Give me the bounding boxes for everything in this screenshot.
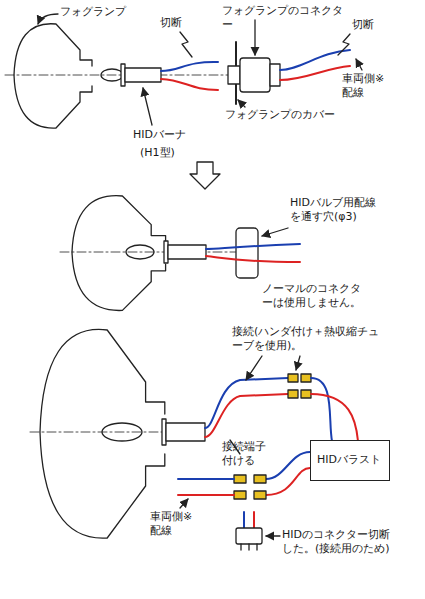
label: HIDのコネクター切断した。(接続用のため): [282, 528, 400, 556]
blue-wire: [161, 62, 218, 71]
blue-wire: [311, 378, 332, 441]
red-wire: [178, 494, 234, 496]
fog-lamp: [40, 329, 165, 538]
bulb-glass: [101, 69, 123, 81]
lamp-cover: [236, 228, 258, 278]
terminal: [234, 475, 246, 483]
bulb-glass: [102, 423, 142, 441]
red-wire: [280, 66, 350, 80]
red-wire: [266, 468, 310, 495]
leader-arrow: [266, 535, 280, 536]
reflector: [14, 24, 92, 128]
blue-wire: [266, 452, 310, 479]
center-line: [30, 432, 165, 433]
cut-mark: [338, 34, 350, 55]
leader-arrow: [296, 356, 300, 370]
red-wire: [311, 394, 358, 441]
terminal: [288, 374, 298, 382]
blue-wire: [178, 478, 234, 480]
leader-arrow: [238, 100, 245, 107]
label: フォグランプのカバー: [225, 108, 343, 122]
label: (H1型): [140, 146, 190, 160]
hid-connector: [236, 528, 262, 544]
label: 車両側※配線: [342, 72, 390, 100]
fog-lamp: [14, 24, 92, 128]
blue-wire: [243, 512, 245, 528]
cut-mark: [180, 32, 192, 57]
leader-arrow: [262, 228, 288, 236]
label: 切断: [160, 16, 188, 30]
down-arrow: [190, 162, 220, 189]
connector-body: [240, 58, 270, 92]
terminal: [254, 475, 266, 483]
center-line: [5, 75, 232, 76]
terminal: [288, 390, 298, 398]
blue-wire: [206, 244, 300, 249]
burner-base: [168, 245, 206, 259]
connector-tab: [228, 66, 240, 84]
terminal: [301, 390, 311, 398]
fog-lamp: [72, 196, 166, 311]
red-wire: [253, 512, 255, 528]
label: 車両側※配線: [150, 510, 198, 538]
terminal: [254, 491, 266, 499]
red-wire: [205, 394, 288, 437]
label: HIDバルブ用配線を通す穴(φ3): [290, 196, 385, 224]
label: 接続端子付ける: [222, 440, 270, 468]
connector-pins: [241, 544, 257, 550]
connector-cap: [270, 64, 280, 86]
label: フォグランプ: [60, 5, 140, 19]
leader-arrow: [356, 59, 362, 70]
reflector: [72, 196, 166, 311]
label: 切断: [352, 18, 380, 32]
reflector: [40, 329, 165, 538]
burner-base: [166, 423, 205, 441]
label: ノーマルのコネクターは使用しません。: [262, 282, 367, 310]
label: HIDバーナ: [133, 128, 203, 142]
leader-arrow: [143, 88, 152, 125]
leader-arrow: [254, 20, 255, 55]
label: 接続(ハンダ付け＋熱収縮チューブを使用)。: [232, 325, 382, 353]
leader-arrow: [38, 14, 58, 24]
terminal: [234, 491, 246, 499]
bulb-glass: [126, 245, 154, 259]
burner-base: [125, 68, 161, 82]
ballast-box: HIDバラスト: [310, 440, 390, 481]
center-line: [60, 252, 236, 253]
leader-arrow: [180, 499, 188, 508]
leader-arrow: [246, 356, 262, 380]
red-wire: [161, 79, 218, 90]
terminal: [301, 374, 311, 382]
label: フォグランプのコネクター: [222, 4, 347, 32]
red-wire: [206, 256, 300, 262]
node-text: HIDバラスト: [317, 453, 383, 467]
